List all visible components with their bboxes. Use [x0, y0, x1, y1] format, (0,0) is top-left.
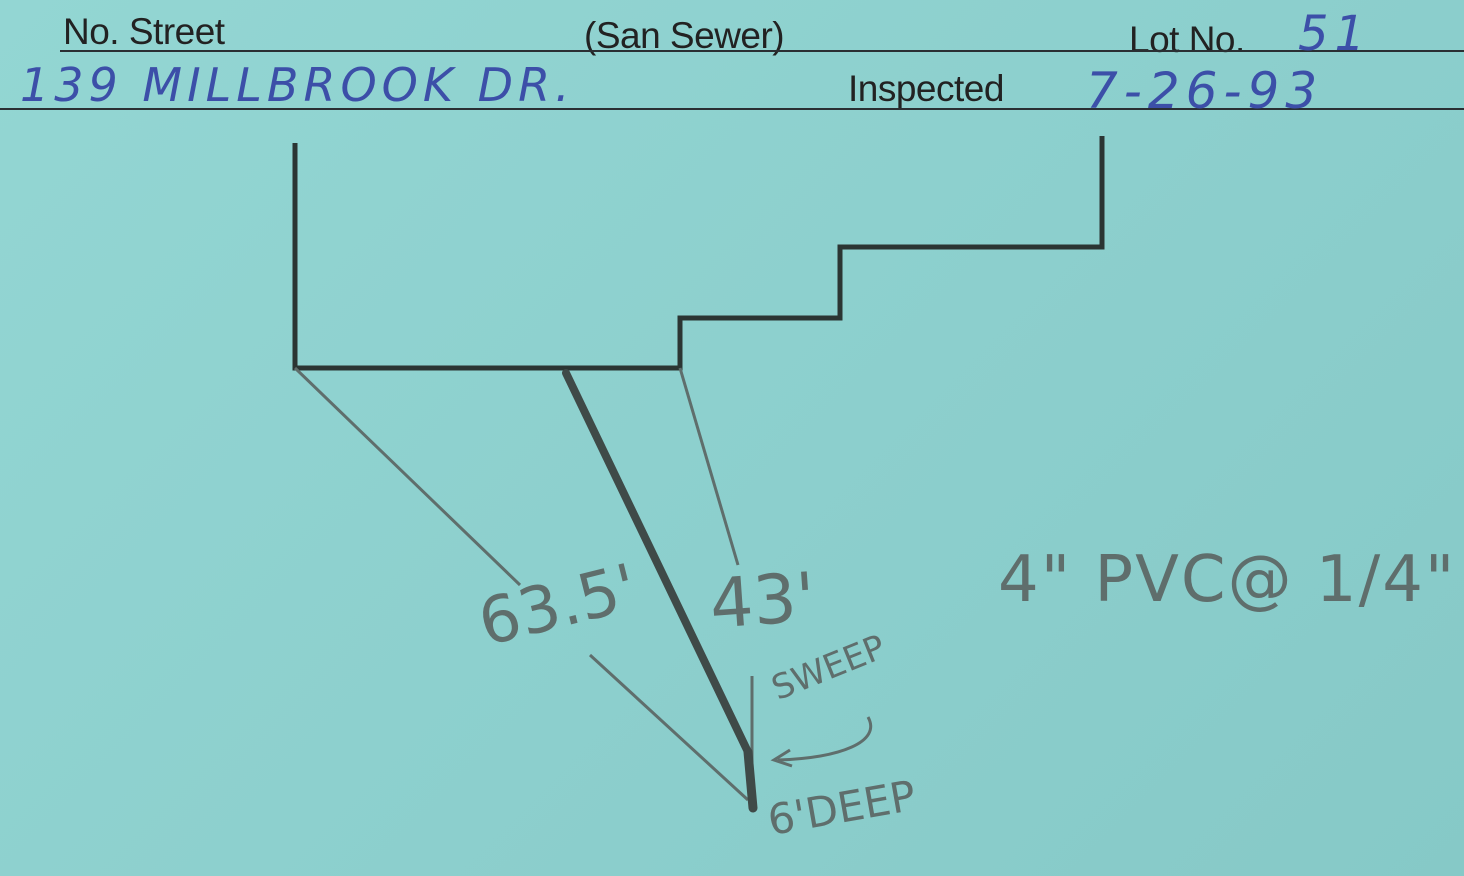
- address: 139 MILLBROOK DR.: [20, 58, 575, 112]
- lot-number: 51: [1298, 6, 1372, 62]
- inspected-date: 7-26-93: [1086, 62, 1324, 120]
- sewer-line-drop: [743, 747, 758, 813]
- ruled-line-bottom: [0, 108, 1464, 110]
- house-outline: [292, 136, 1105, 371]
- measure-line-left: [293, 366, 522, 587]
- ruled-line-top: [60, 50, 1464, 52]
- measure-line-left-lower: [588, 653, 750, 802]
- type-label: (San Sewer): [584, 15, 785, 56]
- street-label: No. Street: [63, 11, 225, 52]
- pipe-spec: 4" PVC@ 1/4": [998, 543, 1457, 617]
- inspected-label: Inspected: [848, 68, 1004, 109]
- sewer-line: [562, 369, 752, 756]
- sweep-arrow: [777, 716, 872, 762]
- sweep-arrowhead: [770, 748, 793, 768]
- measure-line-right: [678, 367, 740, 566]
- distance-right: 43': [707, 558, 818, 645]
